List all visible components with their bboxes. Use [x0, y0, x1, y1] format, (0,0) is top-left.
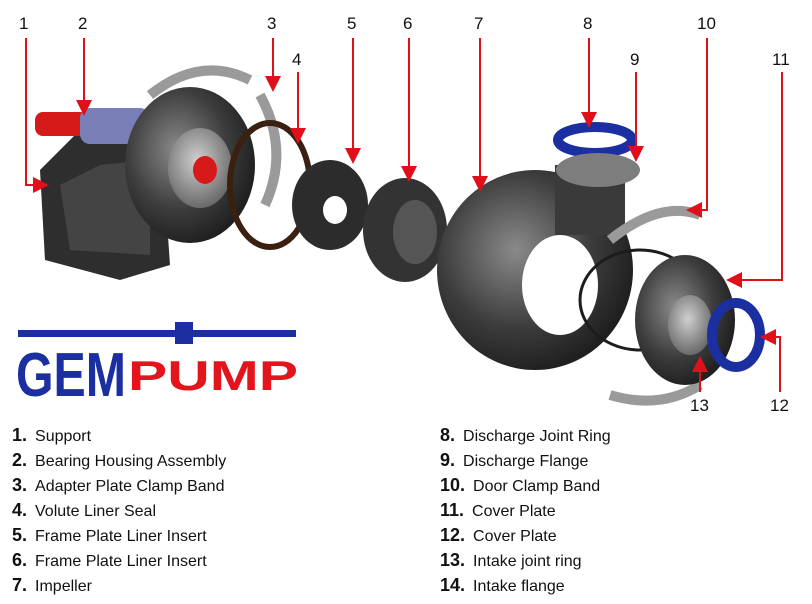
callout-1: 1	[19, 14, 29, 33]
cover-plate-part	[635, 255, 735, 385]
callout-9: 9	[630, 50, 640, 69]
legend-item: 8.Discharge Joint Ring	[440, 425, 611, 445]
svg-text:GEM: GEM	[16, 341, 126, 410]
legend-item: 2.Bearing Housing Assembly	[12, 450, 227, 470]
svg-text:PUMP: PUMP	[128, 352, 298, 399]
legend-item: 7.Impeller	[12, 575, 92, 595]
callout-2: 2	[78, 14, 88, 33]
callout-11: 11	[772, 50, 790, 69]
legend-item: 6.Frame Plate Liner Insert	[12, 550, 207, 570]
legend-item: 11.Cover Plate	[440, 500, 556, 520]
callout-3: 3	[267, 14, 277, 33]
discharge-flange-part	[556, 153, 640, 187]
legend-item: 4.Volute Liner Seal	[12, 500, 156, 520]
gempump-logo: GEM PUMP	[16, 322, 298, 410]
pump-illustration: GEM PUMP	[16, 38, 783, 410]
callout-6: 6	[403, 14, 413, 33]
legend-item: 3.Adapter Plate Clamp Band	[12, 475, 225, 495]
discharge-ring-part	[553, 122, 637, 158]
impeller-part	[363, 178, 447, 282]
legend-item: 12.Cover Plate	[440, 525, 557, 545]
callout-13: 13	[690, 396, 709, 415]
legend-item: 10.Door Clamp Band	[440, 475, 601, 495]
legend-item: 1.Support	[12, 425, 92, 445]
frame-plate-part	[125, 87, 255, 243]
legend-item: 14.Intake flange	[440, 575, 565, 595]
callout-7: 7	[474, 14, 484, 33]
callout-12: 12	[770, 396, 789, 415]
callout-4: 4	[292, 50, 302, 69]
legend-item: 9.Discharge Flange	[440, 450, 589, 470]
callout-10: 10	[697, 14, 716, 33]
callout-5: 5	[347, 14, 357, 33]
callout-8: 8	[583, 14, 593, 33]
legend-item: 5.Frame Plate Liner Insert	[12, 525, 207, 545]
liner-insert-part	[292, 160, 368, 250]
legend-item: 13.Intake joint ring	[440, 550, 582, 570]
leader-arrows	[25, 38, 783, 392]
clamp-band-part	[146, 65, 282, 208]
